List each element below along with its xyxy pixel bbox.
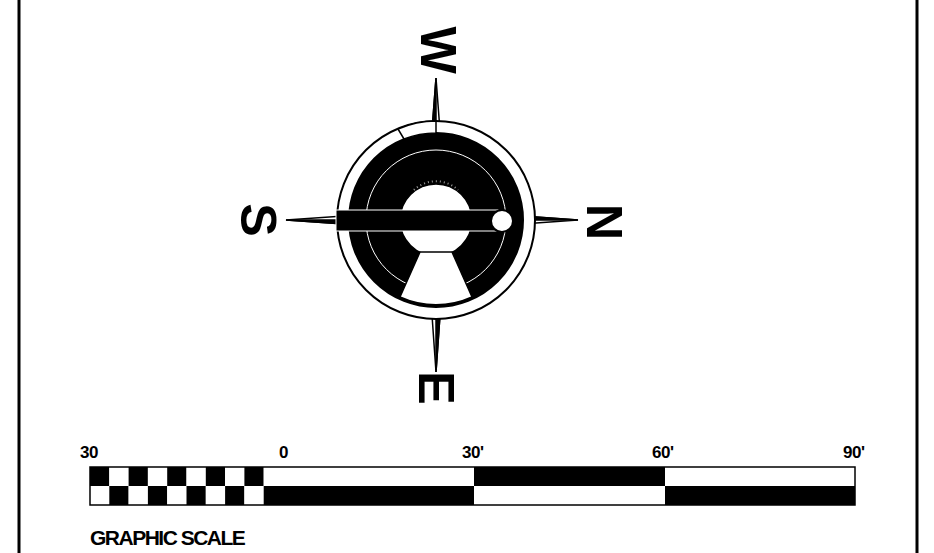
direction-letter: N	[579, 204, 629, 240]
scale-segment	[148, 486, 167, 505]
scale-segment	[225, 486, 244, 505]
compass-needle	[336, 210, 498, 231]
scale-segment	[109, 486, 128, 505]
frame-line	[18, 0, 21, 553]
scale-segment	[148, 467, 167, 486]
frame-line	[916, 0, 919, 553]
scale-segment	[129, 486, 148, 505]
scale-segment	[244, 467, 263, 486]
scale-segment	[129, 467, 148, 486]
scale-segment	[90, 467, 109, 486]
scale-segment	[264, 467, 283, 486]
scale-segment	[665, 467, 855, 486]
scale-segment	[474, 467, 665, 486]
needle-pivot	[491, 210, 513, 232]
scale-tick-label: 30	[80, 444, 98, 461]
scale-tick-label: 30'	[462, 444, 483, 461]
graphic-scale-bar	[90, 467, 855, 505]
scale-segment	[167, 467, 186, 486]
keyhole-wedge	[400, 252, 472, 305]
scale-segment	[167, 486, 186, 505]
scale-outline	[90, 467, 855, 505]
scale-tick-label: 90'	[843, 444, 864, 461]
scale-segment	[474, 486, 665, 505]
scale-segment	[665, 486, 855, 505]
direction-letter: W	[413, 26, 463, 73]
scale-segment	[187, 467, 206, 486]
compass-points	[286, 78, 578, 372]
scale-segment	[283, 486, 474, 505]
scale-segment	[206, 467, 225, 486]
scale-segment	[264, 486, 283, 505]
compass-ring	[337, 121, 535, 319]
scale-segment	[225, 467, 244, 486]
direction-letter: S	[233, 203, 283, 236]
dial-ticks	[414, 181, 458, 190]
scale-segment	[90, 486, 109, 505]
scale-caption: GRAPHIC SCALE	[90, 527, 244, 548]
dial-notch	[398, 121, 436, 139]
scale-segment	[109, 467, 128, 486]
scale-segment	[283, 467, 474, 486]
direction-letter: E	[411, 371, 461, 404]
scale-tick-label: 0	[279, 444, 288, 461]
scale-segment	[187, 486, 206, 505]
scale-segment	[206, 486, 225, 505]
scale-segment	[244, 486, 263, 505]
scale-tick-label: 60'	[652, 444, 673, 461]
